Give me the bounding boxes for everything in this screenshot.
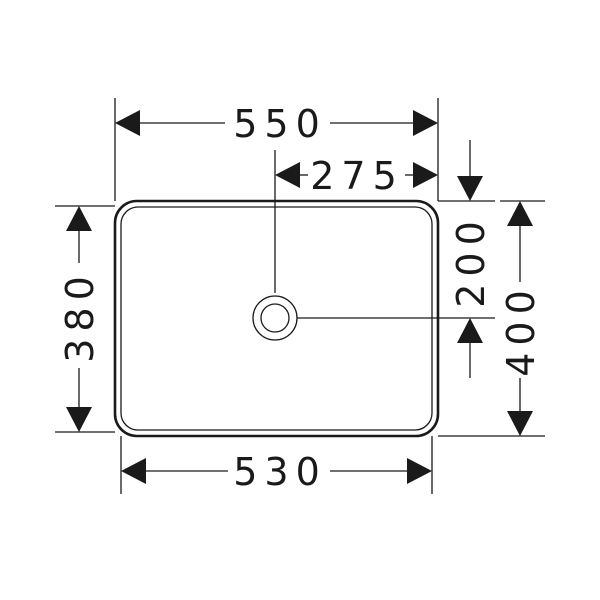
dimension-label-200: 200 — [449, 214, 493, 308]
dimension-label-400: 400 — [499, 283, 543, 377]
drain-inner-ring — [260, 303, 290, 333]
dimension-label-530: 530 — [233, 450, 327, 494]
dimension-200: 200 — [297, 140, 495, 378]
dimension-400: 400 — [438, 200, 545, 437]
dimension-label-380: 380 — [58, 269, 102, 363]
dimension-530: 530 — [120, 436, 433, 494]
dimension-275: 275 — [274, 150, 438, 293]
dimension-label-275: 275 — [310, 154, 404, 198]
dimension-380: 380 — [55, 205, 115, 433]
dimension-550: 550 — [114, 98, 439, 201]
drain-outer-ring — [252, 295, 298, 341]
dimension-label-550: 550 — [233, 102, 327, 146]
